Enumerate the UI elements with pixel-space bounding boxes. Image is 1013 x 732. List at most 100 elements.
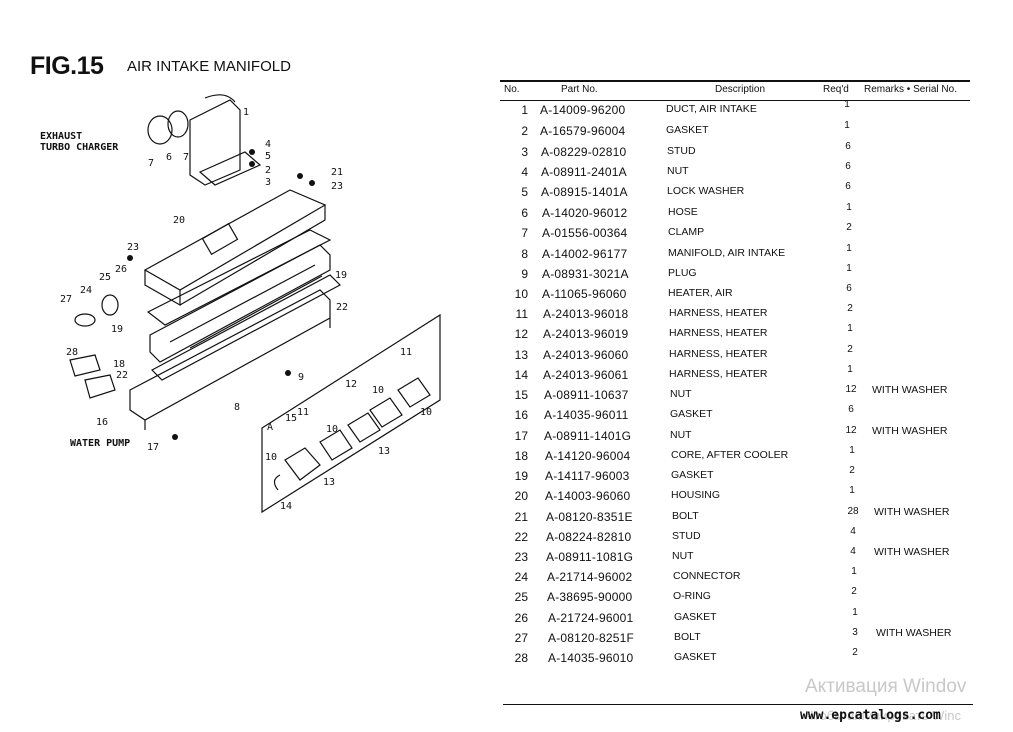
parts-diagram: 1 2 3 4 5 6 7 7 8 9 10 10 10 10 11 11 12… <box>30 80 460 520</box>
description: PLUG <box>668 267 697 279</box>
callout-10d: 10 <box>265 452 277 463</box>
part-number: A-24013-96019 <box>543 327 629 341</box>
description: O-RING <box>673 590 711 602</box>
description: CORE, AFTER COOLER <box>671 449 789 461</box>
table-header-rule <box>500 100 970 101</box>
row-number: 11 <box>515 307 528 321</box>
part-number: A-14035-96011 <box>544 408 629 422</box>
row-number: 13 <box>514 348 528 362</box>
required-qty: 2 <box>846 222 852 233</box>
callout-20: 20 <box>173 215 185 226</box>
required-qty: 2 <box>849 465 855 476</box>
callout-17: 17 <box>147 442 159 453</box>
description: GASKET <box>674 651 717 663</box>
description: HARNESS, HEATER <box>669 327 768 339</box>
required-qty: 1 <box>851 566 857 577</box>
figure-number: FIG.15 <box>30 52 104 80</box>
callout-8: 8 <box>234 402 240 413</box>
description: BOLT <box>674 631 701 643</box>
row-number: 26 <box>514 611 528 625</box>
part-number: A-38695-90000 <box>547 590 633 604</box>
description: DUCT, AIR INTAKE <box>666 103 757 115</box>
description: CLAMP <box>668 226 705 238</box>
description: HOSE <box>668 206 698 218</box>
description: STUD <box>667 145 696 157</box>
callout-16: 16 <box>96 417 108 428</box>
callout-13b: 13 <box>323 477 335 488</box>
part-number: A-21714-96002 <box>547 570 633 584</box>
required-qty: 2 <box>847 303 853 314</box>
row-number: 19 <box>514 469 528 483</box>
callout-25: 25 <box>99 272 111 283</box>
figure-title: AIR INTAKE MANIFOLD <box>127 58 291 75</box>
callout-5: 5 <box>265 151 271 162</box>
table-bottom-rule <box>503 704 973 705</box>
callout-14: 14 <box>280 501 292 512</box>
required-qty: 3 <box>852 627 858 638</box>
description: HEATER, AIR <box>668 287 733 299</box>
required-qty: 6 <box>845 161 851 172</box>
callout-12: 12 <box>345 379 357 390</box>
required-qty: 1 <box>844 120 850 131</box>
part-number: A-14020-96012 <box>542 206 628 220</box>
callout-27: 27 <box>60 294 72 305</box>
description: CONNECTOR <box>673 570 741 582</box>
row-number: 25 <box>514 590 528 604</box>
required-qty: 12 <box>845 384 857 395</box>
required-qty: 6 <box>846 283 852 294</box>
row-number: 17 <box>514 429 528 443</box>
part-number: A-16579-96004 <box>540 124 626 138</box>
callout-labels: 1 2 3 4 5 6 7 7 8 9 10 10 10 10 11 11 12… <box>60 107 432 512</box>
description: HARNESS, HEATER <box>669 368 768 380</box>
callout-19a: 19 <box>111 324 123 335</box>
part-number: A-08224-82810 <box>546 530 632 544</box>
part-number: A-14002-96177 <box>542 247 628 261</box>
row-number: 9 <box>521 267 528 281</box>
header-remarks: Remarks • Serial No. <box>864 84 957 95</box>
required-qty: 4 <box>850 546 856 557</box>
callout-19b: 19 <box>335 270 347 281</box>
description: HARNESS, HEATER <box>669 348 768 360</box>
row-number: 7 <box>521 226 528 240</box>
callout-23a: 23 <box>331 181 343 192</box>
part-number: A-01556-00364 <box>542 226 628 240</box>
description: STUD <box>672 530 701 542</box>
turbo-charger-label: TURBO CHARGER <box>40 142 119 153</box>
required-qty: 12 <box>845 425 857 436</box>
callout-7b: 7 <box>183 152 189 163</box>
inset-label: A <box>267 422 273 433</box>
part-number: A-08120-8251F <box>548 631 634 645</box>
row-number: 20 <box>514 489 528 503</box>
part-number: A-14120-96004 <box>545 449 631 463</box>
remarks: WITH WASHER <box>874 506 950 518</box>
callout-6: 6 <box>166 152 172 163</box>
exhaust-label: EXHAUST <box>40 131 83 142</box>
required-qty: 2 <box>847 344 853 355</box>
callout-11b: 11 <box>297 407 309 418</box>
part-number: A-08911-1081G <box>546 550 634 564</box>
row-number: 28 <box>514 651 528 665</box>
header-no: No. <box>504 84 520 95</box>
required-qty: 1 <box>846 263 852 274</box>
part-number: A-21724-96001 <box>548 611 634 625</box>
callout-10c: 10 <box>326 424 338 435</box>
callout-22b: 22 <box>116 370 128 381</box>
remarks: WITH WASHER <box>876 627 952 639</box>
activation-watermark: Активация Windov <box>805 676 967 697</box>
part-number: A-08931-3021A <box>542 267 629 281</box>
